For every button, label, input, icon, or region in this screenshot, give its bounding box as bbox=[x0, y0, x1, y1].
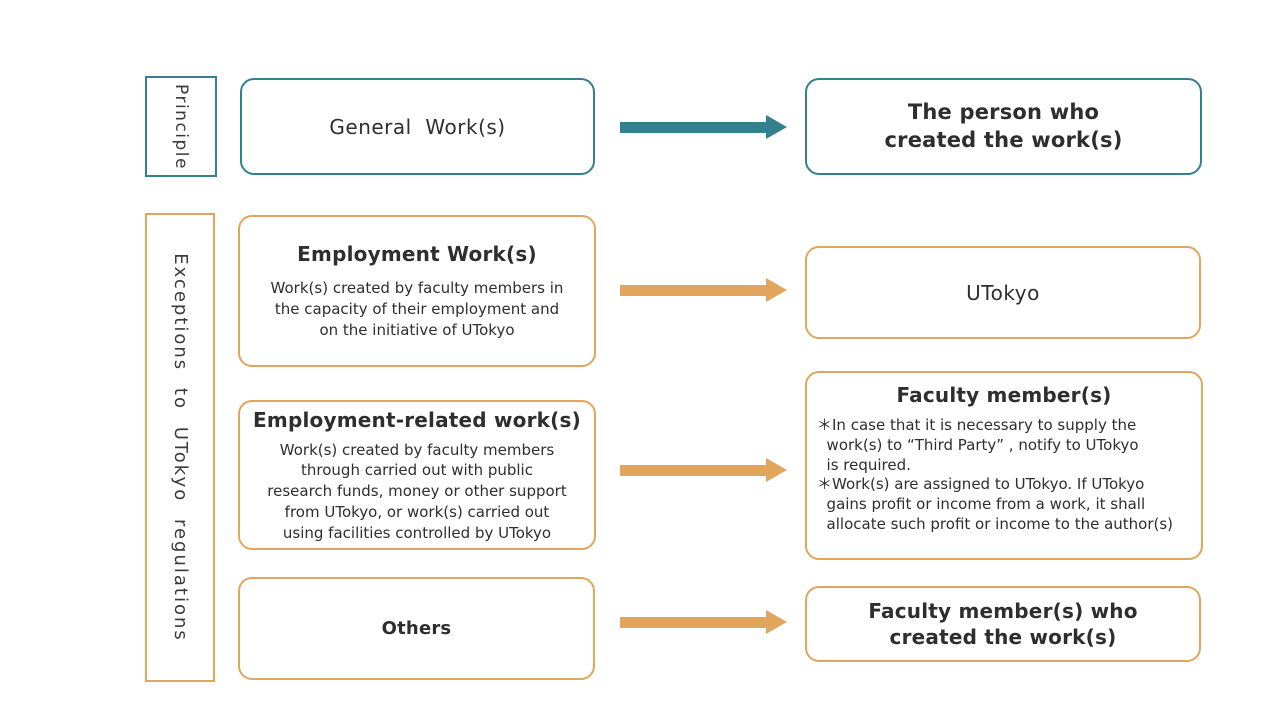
faculty-created-title: Faculty member(s) who created the work(s… bbox=[868, 599, 1138, 649]
arrow-head-icon bbox=[766, 458, 787, 482]
general-works-title: General Work(s) bbox=[329, 114, 506, 139]
arrow-shaft bbox=[620, 464, 766, 476]
employment-works-box: Employment Work(s) Work(s) created by fa… bbox=[238, 215, 596, 367]
employment-works-description: Work(s) created by faculty members in th… bbox=[270, 279, 564, 339]
general-works-box: General Work(s) bbox=[240, 78, 595, 175]
arrow-shaft bbox=[620, 616, 766, 628]
utokyo-box: UTokyo bbox=[805, 246, 1201, 339]
arrow-shaft bbox=[620, 284, 766, 296]
arrow-head-icon bbox=[766, 278, 787, 302]
arrow-head-icon bbox=[766, 115, 787, 139]
exceptions-label: Exceptions to UTokyo regulations bbox=[169, 253, 191, 642]
faculty-members-box: Faculty member(s) ＊In case that it is ne… bbox=[805, 371, 1203, 560]
others-box: Others bbox=[238, 577, 595, 680]
faculty-created-box: Faculty member(s) who created the work(s… bbox=[805, 586, 1201, 662]
arrow-others-to-faculty-created bbox=[620, 610, 787, 634]
others-title: Others bbox=[381, 617, 452, 639]
arrow-employment-to-utokyo bbox=[620, 278, 787, 302]
faculty-note-assignment: ＊Work(s) are assigned to UTokyo. If UTok… bbox=[817, 475, 1174, 533]
principle-label: Principle bbox=[171, 83, 192, 170]
exceptions-label-box: Exceptions to UTokyo regulations bbox=[145, 213, 215, 682]
employment-related-works-title: Employment-related work(s) bbox=[253, 407, 581, 432]
arrow-shaft bbox=[620, 121, 766, 133]
arrow-head-icon bbox=[766, 610, 787, 634]
person-created-title: The person who created the work(s) bbox=[884, 100, 1123, 152]
employment-works-title: Employment Work(s) bbox=[297, 242, 537, 266]
utokyo-title: UTokyo bbox=[966, 280, 1040, 305]
person-created-box: The person who created the work(s) bbox=[805, 78, 1202, 175]
employment-related-works-description: Work(s) created by faculty members throu… bbox=[267, 440, 567, 542]
arrow-general-to-person bbox=[620, 115, 787, 139]
employment-related-works-box: Employment-related work(s) Work(s) creat… bbox=[238, 400, 596, 550]
principle-label-box: Principle bbox=[145, 76, 217, 177]
faculty-note-third-party: ＊In case that it is necessary to supply … bbox=[817, 416, 1139, 474]
faculty-members-title: Faculty member(s) bbox=[896, 383, 1112, 407]
arrow-employment-related-to-faculty bbox=[620, 458, 787, 482]
